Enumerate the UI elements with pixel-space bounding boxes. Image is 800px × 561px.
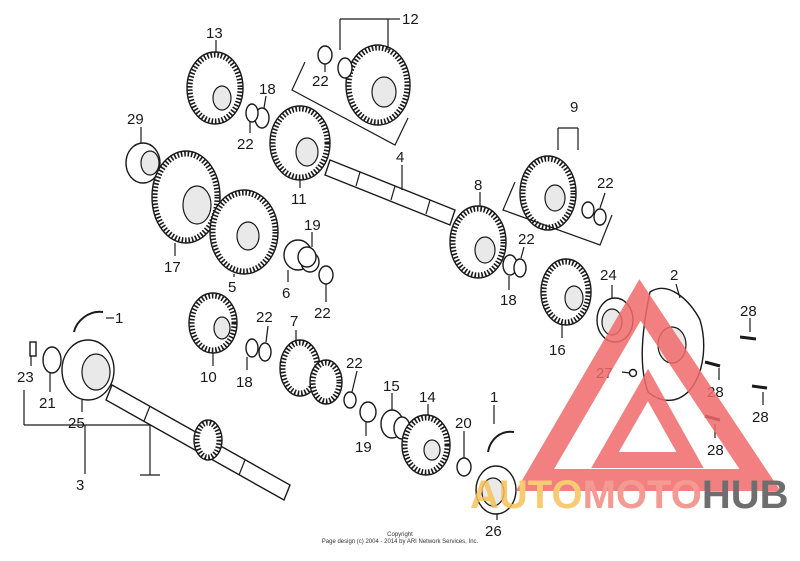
countershaft-4 (324, 159, 456, 226)
washer-22-top (317, 45, 333, 65)
watermark-logo-icon (515, 279, 781, 491)
gear-13 (186, 51, 244, 125)
label-16: 16 (549, 342, 566, 359)
label-22-a: 22 (312, 73, 329, 90)
gear-7 (279, 339, 343, 405)
gear-10 (188, 292, 238, 354)
label-22-d: 22 (597, 175, 614, 192)
label-15: 15 (383, 378, 400, 395)
label-22-f: 22 (256, 309, 273, 326)
gear-8 (449, 205, 507, 279)
label-26: 26 (485, 523, 502, 540)
label-7: 7 (290, 313, 298, 330)
washer-18-mid (502, 254, 527, 278)
label-29: 29 (127, 111, 144, 128)
label-2: 2 (670, 267, 678, 284)
watermark-text: AUTOMOTOHUB (470, 473, 789, 517)
label-5: 5 (228, 279, 236, 296)
label-28-c: 28 (752, 409, 769, 426)
pin-23 (29, 341, 37, 357)
label-19-b: 19 (355, 439, 372, 456)
label-1-b: 1 (490, 389, 498, 406)
label-10: 10 (200, 369, 217, 386)
copyright-line-2: Page design (c) 2004 - 2014 by ARI Netwo… (322, 539, 479, 545)
label-22-g: 22 (346, 355, 363, 372)
label-22-e: 22 (518, 231, 535, 248)
label-4: 4 (396, 149, 404, 166)
copyright-line-1: Copyright (387, 532, 413, 538)
washer-20 (456, 457, 472, 477)
gear-17 (151, 150, 221, 244)
automotohub-watermark: AUTOMOTOHUB (470, 279, 789, 517)
label-11: 11 (291, 191, 307, 208)
label-25: 25 (68, 415, 85, 432)
label-8: 8 (474, 177, 482, 194)
gear-12 (337, 44, 411, 126)
label-22-c: 22 (314, 305, 331, 322)
label-28-a: 28 (740, 303, 757, 320)
leader-lines (23, 18, 764, 520)
washer-22-mid (318, 265, 334, 285)
bolt-28-c (751, 384, 768, 390)
bolt-28-a (739, 335, 757, 341)
label-3: 3 (76, 477, 84, 494)
label-23: 23 (17, 369, 34, 386)
label-24: 24 (600, 267, 617, 284)
bearing-26 (475, 465, 517, 515)
washer-21 (42, 346, 62, 374)
gear-11 (269, 105, 331, 181)
label-21: 21 (39, 395, 56, 412)
mainshaft-3 (105, 383, 291, 502)
label-19-a: 19 (304, 217, 321, 234)
washer-19-lower (359, 401, 377, 423)
washer-22-right (593, 208, 607, 226)
circlip-1-lower (487, 430, 515, 453)
washer-18-lower (245, 338, 272, 362)
gear-14 (401, 414, 451, 476)
bearing-25 (61, 339, 115, 401)
gear-5 (209, 189, 279, 275)
label-13: 13 (206, 25, 223, 42)
label-1-a: 1 (115, 310, 123, 327)
label-20: 20 (455, 415, 472, 432)
dowel-27 (628, 368, 638, 378)
bearing-29 (125, 142, 161, 184)
bolt-28-b (704, 360, 721, 368)
label-22-b: 22 (237, 136, 254, 153)
circlip-1-upper (73, 310, 104, 333)
label-18-a: 18 (259, 81, 276, 98)
label-14: 14 (419, 389, 436, 406)
washer-19-upper (297, 246, 317, 268)
label-9: 9 (570, 99, 578, 116)
label-28-d: 28 (707, 442, 724, 459)
label-18-b: 18 (500, 292, 517, 309)
label-17: 17 (164, 259, 181, 276)
washer-18-top (245, 103, 270, 129)
label-6: 6 (282, 285, 290, 302)
washer-22-lower (343, 391, 357, 409)
label-18-c: 18 (236, 374, 253, 391)
gear-16 (540, 258, 592, 326)
gear-9 (519, 155, 595, 231)
label-12: 12 (402, 11, 419, 28)
